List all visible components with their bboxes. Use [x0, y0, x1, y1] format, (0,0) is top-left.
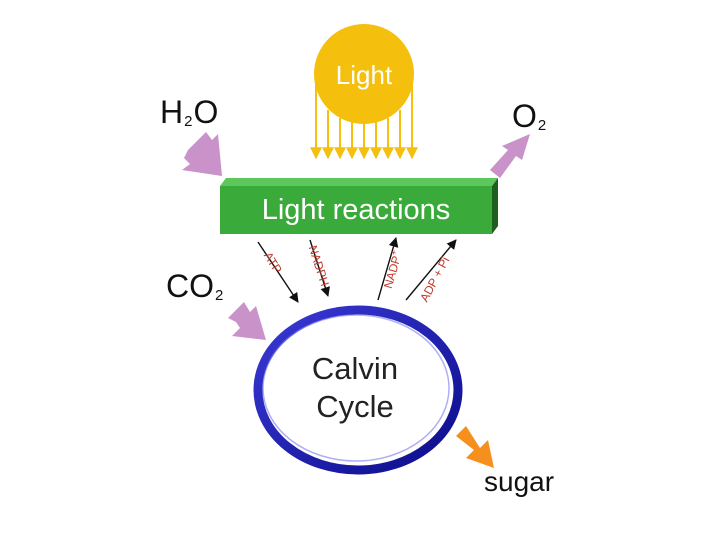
nadph-arrow — [309, 239, 330, 297]
water-label: H2O — [160, 94, 219, 130]
water-input-arrow — [182, 132, 222, 176]
adp-pi-arrow — [405, 239, 457, 301]
calvin-cycle-line-1: Calvin — [311, 351, 399, 386]
carrier-arrows — [257, 237, 457, 303]
sun-label: Light — [335, 60, 393, 90]
light-reactions-bar — [220, 178, 498, 234]
nadp-arrow — [377, 237, 399, 301]
light-reactions-label: Light reactions — [261, 194, 451, 226]
oxygen-output-arrow — [490, 134, 530, 178]
calvin-cycle-label: Calvin Cycle — [290, 350, 420, 426]
sugar-output-arrow — [456, 426, 494, 468]
sun — [314, 24, 414, 124]
sun-rays — [310, 80, 418, 160]
sugar-label: sugar — [484, 466, 555, 497]
calvin-cycle-line-2: Cycle — [316, 389, 394, 424]
calvin-cycle-ring — [253, 305, 463, 475]
co2-label: CO2 — [166, 268, 224, 304]
oxygen-label: O2 — [512, 98, 547, 134]
atp-arrow — [257, 241, 299, 303]
co2-input-arrow — [228, 302, 266, 340]
